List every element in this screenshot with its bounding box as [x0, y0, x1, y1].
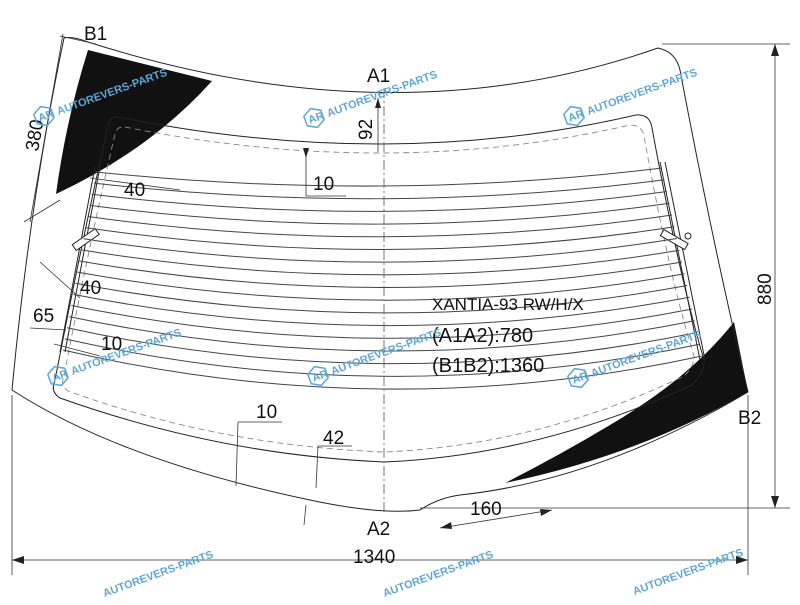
watermark-logo-text: AR: [307, 110, 326, 127]
dim-arrow-height-top: [771, 44, 779, 56]
heater-busbar-right: [659, 161, 706, 361]
heater-line: [73, 293, 690, 327]
point-a1: A1: [367, 66, 390, 87]
watermark-label: AUTOREVERS-PARTS: [631, 547, 744, 598]
watermark-label: AUTOREVERS-PARTS: [381, 549, 494, 600]
ceramic-band-top-left: [56, 50, 212, 194]
watermark-bottom-left: AUTOREVERS-PARTS: [101, 549, 214, 600]
info-model: XANTIA-93 RW/H/X: [432, 295, 584, 314]
heater-line: [71, 305, 693, 339]
dim-arrow-160-right: [540, 509, 552, 516]
heater-line: [95, 167, 663, 187]
ext-line-b1-top: [59, 35, 97, 45]
glass-outline-dashed: [62, 124, 695, 453]
heater-line: [79, 260, 683, 288]
watermark-label: AUTOREVERS-PARTS: [585, 67, 698, 118]
dim-line-b1: [29, 33, 64, 223]
glass-outline-inner: [52, 114, 705, 463]
watermark-logo-text: AR: [311, 368, 330, 385]
connector-left: [71, 227, 100, 252]
dim-line-160: [439, 509, 553, 529]
point-b2: B2: [738, 408, 761, 429]
dim-arrow-height-bottom: [771, 496, 779, 508]
dim-arrow-a1-10: [303, 148, 309, 158]
dim-line-40-top: [89, 177, 181, 191]
watermark-logo-icon: [302, 107, 326, 129]
watermark-logo-text: AR: [571, 370, 590, 387]
dim-bottom-notch: 160: [470, 499, 502, 520]
watermark-logo-icon: [32, 105, 56, 127]
watermark-logo-text: AR: [37, 108, 56, 125]
heater-line: [64, 338, 700, 377]
dim-line-42: [315, 445, 319, 489]
watermark-mid-left: AR AUTOREVERS-PARTS: [46, 327, 183, 387]
heater-line: [85, 226, 675, 250]
dim-bottom-offset: 10: [256, 402, 277, 423]
ceramic-band-bottom-right: [505, 322, 748, 483]
heater-line: [87, 214, 673, 238]
heater-line: [77, 271, 685, 301]
dim-arrow-width-left: [12, 556, 24, 564]
dim-bottom-heater: 42: [323, 428, 344, 449]
dim-arrow-a1: [375, 98, 381, 108]
point-b1: B1: [84, 24, 107, 45]
dim-line-a2-mark: [303, 504, 307, 526]
ext-line-b1-bottom: [23, 199, 61, 223]
dim-line-40-mid: [39, 261, 81, 299]
watermark-logo-text: AR: [567, 108, 586, 125]
dim-edge-left-small: 10: [101, 334, 122, 355]
dim-height-total: 880: [755, 273, 776, 305]
watermark-logo-icon: [306, 365, 330, 387]
point-a2: A2: [367, 519, 390, 540]
connector-right: [659, 228, 689, 251]
heater-line: [91, 191, 668, 212]
heater-busbar-left: [59, 166, 101, 353]
watermark-mid-center: AR AUTOREVERS-PARTS: [306, 327, 443, 387]
info-a1a2: (A1A2):780: [432, 325, 533, 347]
dim-a1-top: 92: [356, 119, 377, 140]
dim-heater-left-mid: 40: [80, 278, 101, 299]
dim-a1-offset: 10: [313, 174, 334, 195]
heater-line: [93, 179, 665, 200]
heater-line: [67, 327, 698, 365]
dim-edge-left: 65: [33, 306, 54, 327]
heater-line: [69, 316, 695, 352]
watermark-logo-icon: [46, 365, 70, 387]
dim-heater-left-top: 40: [124, 180, 145, 201]
heater-line: [89, 202, 670, 225]
watermark-bottom-right: AUTOREVERS-PARTS: [631, 547, 744, 598]
heater-line: [75, 282, 688, 314]
watermark-bottom-center: AUTOREVERS-PARTS: [381, 549, 494, 600]
heater-line: [62, 349, 703, 390]
glass-outline-outer: [11, 37, 749, 512]
heater-line: [83, 238, 678, 263]
heater-line: [81, 249, 680, 276]
dim-width-total: 1340: [353, 547, 395, 568]
watermark-top-right: AR AUTOREVERS-PARTS: [562, 67, 699, 127]
dim-arrow-width-right: [736, 556, 748, 564]
heater-lines: [62, 167, 703, 390]
watermark-logo-icon: [562, 105, 586, 127]
dim-line-65: [29, 327, 67, 331]
dim-line-10-left: [53, 343, 101, 357]
dim-arrow-160-left: [440, 522, 452, 529]
watermark-label: AUTOREVERS-PARTS: [329, 327, 442, 378]
dim-line-10-bottom: [235, 421, 239, 487]
info-b1b2: (B1B2):1360: [432, 355, 544, 377]
watermark-logo-icon: [566, 367, 590, 389]
connector-right-pin: [684, 232, 692, 240]
watermark-logo-text: AR: [51, 368, 70, 385]
watermark-label: AUTOREVERS-PARTS: [101, 549, 214, 600]
